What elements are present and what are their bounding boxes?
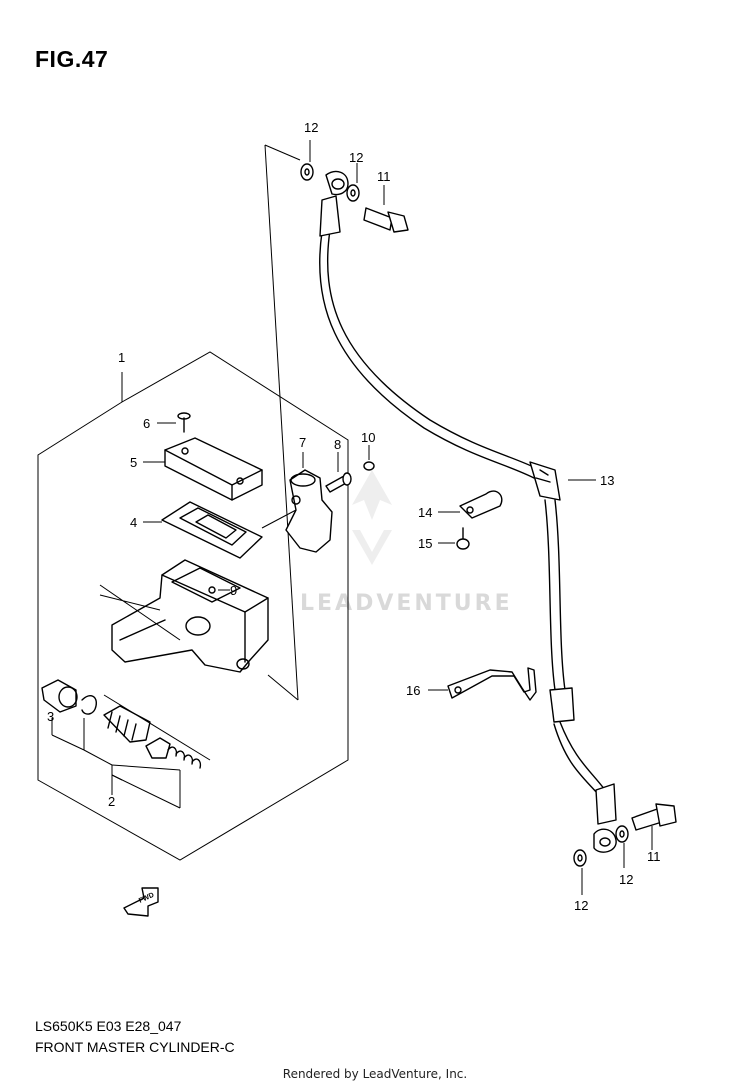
callout-7: 7 bbox=[299, 435, 306, 450]
bracket-16-icon bbox=[428, 667, 537, 701]
washer-12-icon bbox=[300, 140, 629, 895]
rendered-by: Rendered by LeadVenture, Inc. bbox=[282, 1067, 468, 1081]
figure-name: FRONT MASTER CYLINDER-C bbox=[35, 1039, 235, 1055]
callout-13: 13 bbox=[600, 473, 614, 488]
watermark-text: LEADVENTURE bbox=[300, 591, 513, 616]
callout-16: 16 bbox=[406, 683, 420, 698]
master-cylinder-body-icon bbox=[99, 559, 299, 701]
callout-9: 9 bbox=[230, 583, 237, 598]
piston-kit-icon bbox=[41, 679, 211, 809]
bolt-15-icon bbox=[438, 527, 470, 550]
callout-6: 6 bbox=[143, 416, 150, 431]
callout-10: 10 bbox=[361, 430, 375, 445]
model-code: LS650K5 E03 E28_047 bbox=[35, 1018, 182, 1034]
callout-11-top: 11 bbox=[377, 169, 391, 184]
callout-5: 5 bbox=[130, 455, 137, 470]
callout-12-a: 12 bbox=[304, 120, 318, 135]
bolt-11-icon bbox=[363, 185, 677, 850]
hose-clamp-14-icon bbox=[438, 490, 503, 519]
callout-12-d: 12 bbox=[574, 898, 588, 913]
reservoir-cap-5-icon bbox=[143, 437, 263, 501]
callout-4: 4 bbox=[130, 515, 137, 530]
callout-11-bottom: 11 bbox=[647, 849, 661, 864]
screw-6-icon bbox=[157, 412, 191, 433]
fwd-arrow-icon: FWD bbox=[123, 887, 159, 917]
figure-title: FIG.47 bbox=[35, 46, 109, 72]
assembly-box bbox=[37, 144, 349, 861]
nut-10-icon bbox=[363, 445, 375, 471]
lever-bracket-7-icon bbox=[261, 452, 333, 553]
screw-8-icon bbox=[325, 452, 352, 493]
callout-2: 2 bbox=[108, 794, 115, 809]
callout-14: 14 bbox=[418, 505, 432, 520]
diaphragm-plate-4-icon bbox=[143, 501, 263, 559]
callout-3: 3 bbox=[47, 709, 54, 724]
callout-12-b: 12 bbox=[349, 150, 363, 165]
callout-1: 1 bbox=[118, 350, 125, 365]
callout-12-c: 12 bbox=[619, 872, 633, 887]
brake-hose-icon bbox=[319, 170, 617, 853]
callout-15: 15 bbox=[418, 536, 432, 551]
watermark-logo bbox=[352, 470, 392, 565]
callout-8: 8 bbox=[334, 437, 341, 452]
